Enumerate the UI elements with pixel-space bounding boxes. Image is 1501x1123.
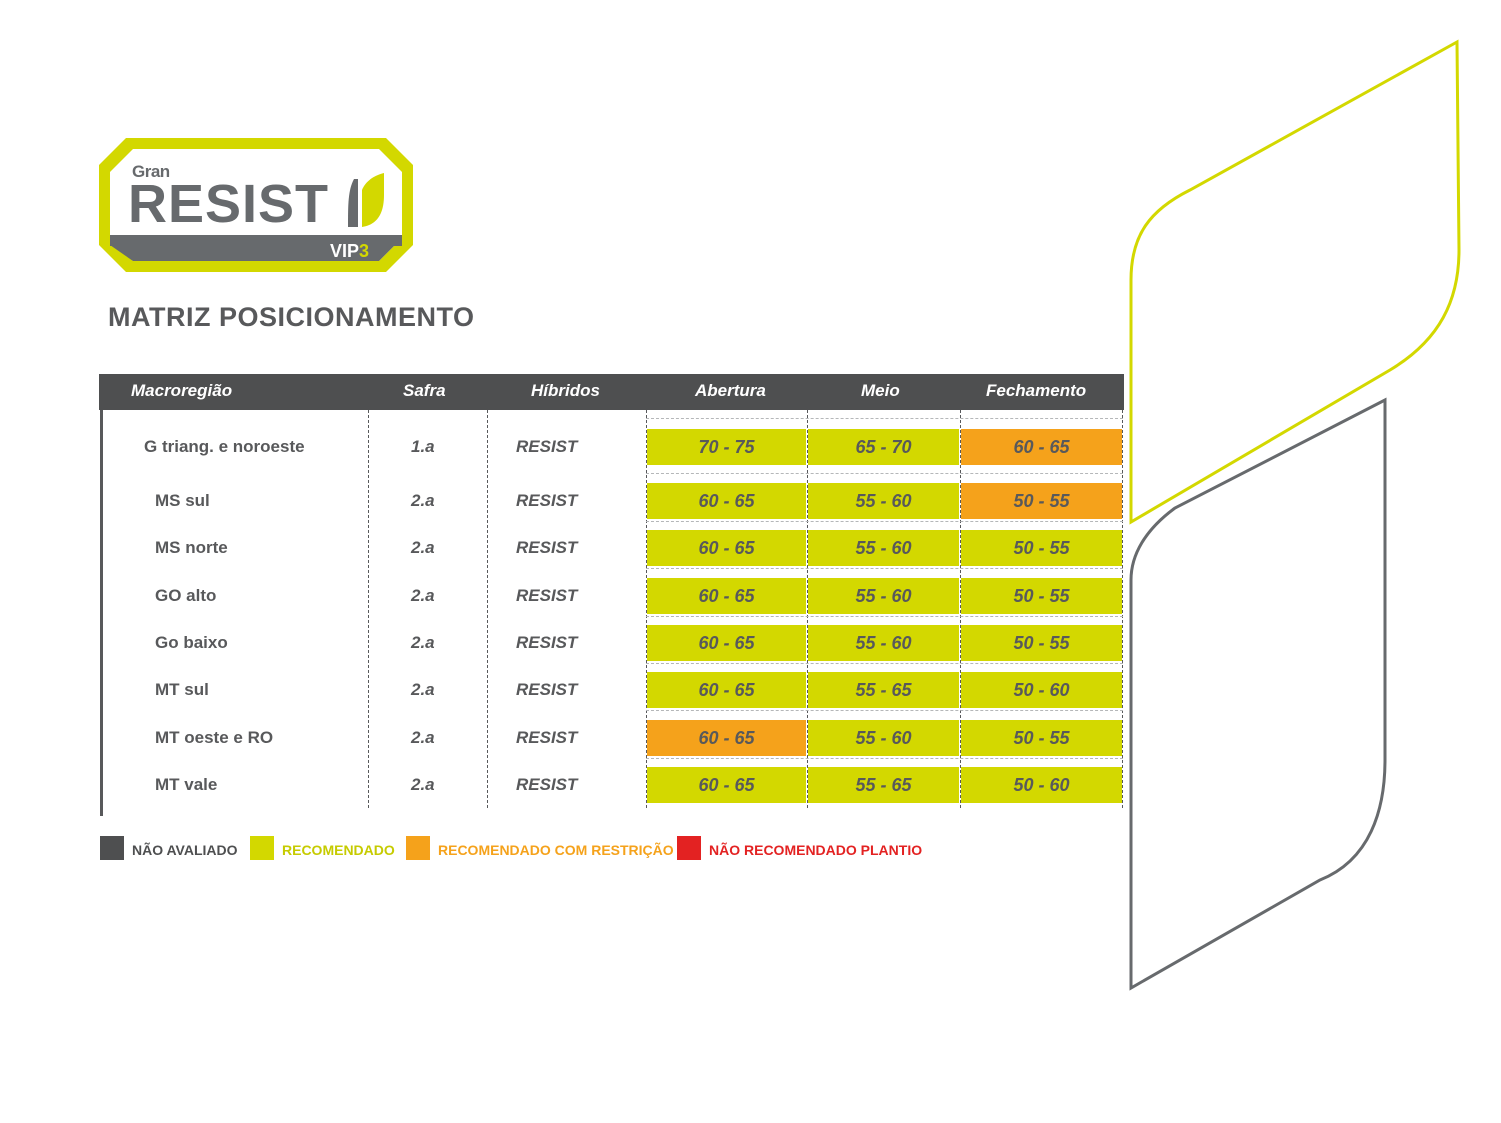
table-left-border — [100, 410, 103, 816]
fechamento-cell: 50 - 55 — [961, 625, 1122, 661]
safra-cell: 2.a — [411, 586, 435, 605]
abertura-cell: 60 - 65 — [647, 625, 806, 661]
row-divider — [646, 758, 1123, 759]
meio-cell: 55 - 65 — [808, 767, 959, 803]
fechamento-cell: 50 - 60 — [961, 672, 1122, 708]
abertura-cell: 60 - 65 — [647, 483, 806, 519]
region-cell: MT oeste e RO — [155, 728, 274, 747]
header-abertura: Abertura — [695, 381, 766, 400]
logo-vip-label: VIP — [330, 241, 360, 261]
row-divider — [646, 418, 1123, 419]
abertura-cell: 60 - 65 — [647, 767, 806, 803]
safra-cell: 2.a — [411, 728, 435, 747]
safra-cell: 2.a — [411, 633, 435, 652]
fechamento-cell: 50 - 55 — [961, 578, 1122, 614]
region-cell: MS sul — [155, 491, 210, 510]
hibrido-cell: RESIST — [516, 538, 578, 557]
leaf-icon — [348, 179, 358, 227]
fechamento-cell: 60 - 65 — [961, 429, 1122, 465]
header-meio: Meio — [861, 381, 900, 400]
fechamento-cell: 50 - 55 — [961, 720, 1122, 756]
column-divider — [368, 410, 369, 808]
safra-cell: 2.a — [411, 775, 435, 794]
region-cell: Go baixo — [155, 633, 228, 652]
safra-cell: 2.a — [411, 680, 435, 699]
column-divider — [1122, 410, 1123, 808]
hibrido-cell: RESIST — [516, 491, 578, 510]
header-macroregiao: Macroregião — [131, 381, 233, 400]
legend-swatch — [406, 836, 430, 860]
hibrido-cell: RESIST — [516, 680, 578, 699]
abertura-cell: 60 - 65 — [647, 672, 806, 708]
header-fechamento: Fechamento — [986, 381, 1087, 400]
meio-cell: 55 - 60 — [808, 720, 959, 756]
meio-cell: 55 - 65 — [808, 672, 959, 708]
legend-swatch — [677, 836, 701, 860]
page-title: MATRIZ POSICIONAMENTO — [108, 302, 475, 332]
row-divider — [646, 616, 1123, 617]
logo-brand-text: RESIST — [128, 174, 330, 234]
logo-vip-text: VIP3 — [330, 240, 369, 262]
row-divider — [646, 521, 1123, 522]
abertura-cell: 60 - 65 — [647, 720, 806, 756]
row-divider — [646, 663, 1123, 664]
column-divider — [646, 410, 647, 808]
gray-leaf-outline — [1129, 397, 1387, 991]
column-divider — [807, 410, 808, 808]
hibrido-cell: RESIST — [516, 437, 578, 456]
region-cell: MS norte — [155, 538, 228, 557]
row-divider — [646, 473, 1123, 474]
hibrido-cell: RESIST — [516, 586, 578, 605]
legend-label: RECOMENDADO — [282, 842, 395, 858]
legend-label: NÃO RECOMENDADO PLANTIO — [709, 842, 923, 858]
safra-cell: 2.a — [411, 538, 435, 557]
fechamento-cell: 50 - 55 — [961, 483, 1122, 519]
region-cell: MT vale — [155, 775, 218, 794]
legend-label: NÃO AVALIADO — [132, 842, 238, 858]
row-divider — [646, 568, 1123, 569]
legend-swatch — [100, 836, 124, 860]
column-divider — [960, 410, 961, 808]
hibrido-cell: RESIST — [516, 775, 578, 794]
safra-cell: 2.a — [411, 491, 435, 510]
hibrido-cell: RESIST — [516, 633, 578, 652]
row-divider — [646, 710, 1123, 711]
abertura-cell: 60 - 65 — [647, 578, 806, 614]
region-cell: MT sul — [155, 680, 209, 699]
meio-cell: 55 - 60 — [808, 530, 959, 566]
hibrido-cell: RESIST — [516, 728, 578, 747]
abertura-cell: 70 - 75 — [647, 429, 806, 465]
fechamento-cell: 50 - 55 — [961, 530, 1122, 566]
header-hibridos: Híbridos — [531, 381, 600, 400]
region-cell: GO alto — [155, 586, 217, 605]
meio-cell: 55 - 60 — [808, 625, 959, 661]
meio-cell: 65 - 70 — [808, 429, 959, 465]
region-cell: G triang. e noroeste — [144, 437, 305, 456]
legend-label: RECOMENDADO COM RESTRIÇÃO — [438, 842, 674, 858]
meio-cell: 55 - 60 — [808, 483, 959, 519]
safra-cell: 1.a — [411, 437, 435, 456]
legend-swatch — [250, 836, 274, 860]
gran-resist-logo — [99, 138, 413, 272]
fechamento-cell: 50 - 60 — [961, 767, 1122, 803]
header-safra: Safra — [403, 381, 446, 400]
green-leaf-outline — [1129, 39, 1461, 525]
logo-gran-text: Gran — [132, 162, 170, 181]
abertura-cell: 60 - 65 — [647, 530, 806, 566]
meio-cell: 55 - 60 — [808, 578, 959, 614]
table-header: Macroregião Safra Híbridos Abertura Meio… — [99, 374, 1124, 410]
logo-vip-number: 3 — [359, 241, 370, 261]
column-divider — [487, 410, 488, 808]
